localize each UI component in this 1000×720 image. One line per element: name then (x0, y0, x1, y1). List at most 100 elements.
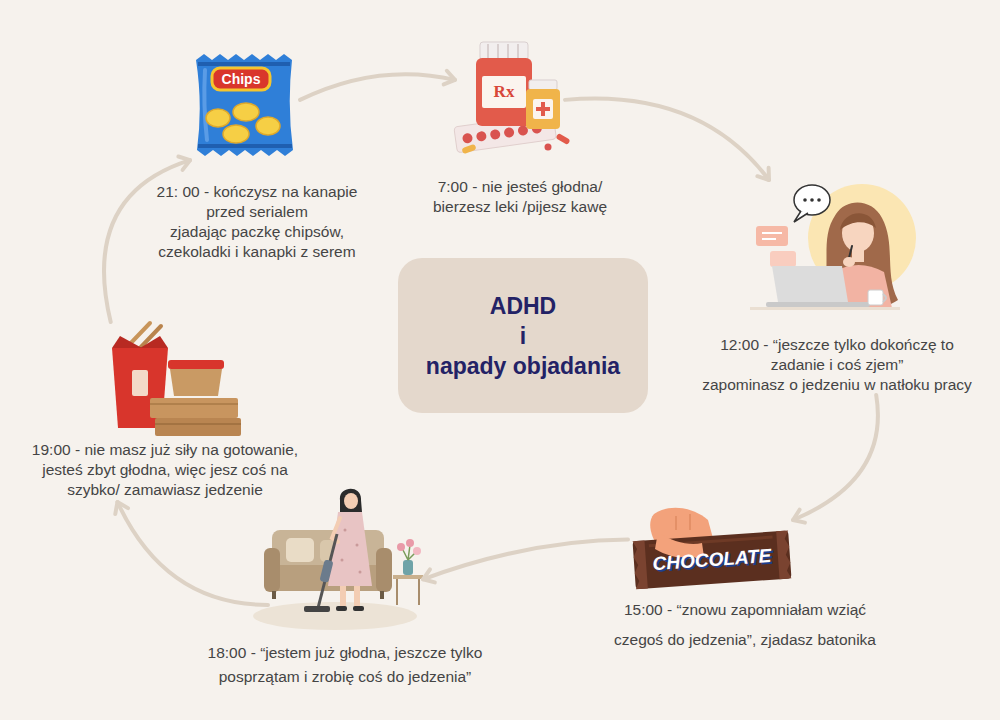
work-illustration-part (762, 238, 776, 240)
chips-illustration-part (198, 144, 292, 148)
title-text: ADHD i napady objadania (426, 291, 620, 381)
work-illustration-part (750, 307, 900, 310)
cleaning-illustration-part (318, 534, 337, 608)
work-illustration-part (766, 302, 870, 307)
step-text: 19:00 - nie masz już siły na gotowanie, … (32, 440, 298, 500)
pills-illustration-part (487, 44, 489, 58)
pills-illustration-part (482, 76, 526, 108)
chips-illustration (196, 54, 293, 156)
takeout-illustration-part (155, 418, 241, 436)
takeout-illustration-part (140, 336, 168, 348)
prescription-label: Rx (494, 82, 515, 102)
step-node: 18:00 - “jestem już głodna, jeszcze tylk… (268, 485, 423, 690)
title-box: ADHD i napady objadania (398, 258, 648, 413)
chips-illustration-part (256, 117, 280, 135)
work-illustration-part (883, 294, 886, 302)
cleaning-illustration-part (341, 559, 344, 562)
step-text: 15:00 - “znowu zapomniałam wziąć czegoś … (614, 595, 876, 655)
cleaning-illustration-part (344, 529, 347, 532)
chips-illustration-part (233, 103, 259, 121)
takeout-illustration-part (155, 423, 241, 425)
work-illustration-part (803, 198, 807, 202)
step-text: 18:00 - “jestem już głodna, jeszcze tylk… (208, 641, 483, 689)
chocolate-illustration (633, 508, 792, 589)
cleaning-illustration-part (359, 571, 362, 574)
cleaning-illustration-part (354, 586, 360, 608)
chips-illustration-part (212, 68, 270, 90)
chips-illustration-part (196, 54, 293, 156)
cleaning-illustration-part (340, 586, 346, 608)
cycle-arrow (423, 540, 628, 580)
cycle-arrow (117, 502, 268, 605)
cleaning-illustration-part (413, 547, 421, 555)
pills-illustration (454, 42, 571, 154)
takeout-illustration-part (132, 370, 148, 396)
cleaning-illustration-part (253, 602, 417, 630)
cycle-arrow (793, 395, 878, 520)
cleaning-illustration-part (344, 493, 358, 509)
cycle-arrow (565, 99, 769, 180)
chips-illustration-part (223, 125, 249, 143)
cleaning-illustration-part (264, 548, 280, 592)
takeout-illustration-part (170, 369, 222, 396)
work-illustration-part (794, 185, 830, 215)
step-node: 7:00 - nie jesteś głodna/ bierzesz leki … (455, 38, 565, 220)
pills-illustration-part (533, 99, 553, 119)
takeout-illustration-part (150, 398, 238, 418)
chips-illustration-part (204, 70, 207, 140)
cleaning-illustration-part (353, 606, 364, 611)
pills-illustration-part (480, 42, 528, 60)
pills-illustration-part (555, 133, 570, 145)
pills-illustration-part-part (503, 127, 514, 138)
work-illustration-part (810, 198, 814, 202)
chocolate-illustration-part-part (633, 541, 648, 590)
step-text: 21: 00 - kończysz na kanapie przed seria… (157, 182, 358, 262)
chocolate-illustration-part (676, 514, 690, 530)
step-text: 12:00 - “jeszcze tylko dokończę to zadan… (702, 335, 972, 395)
work-illustration-part (770, 251, 796, 267)
work-illustration (750, 184, 916, 310)
cleaning-illustration-part (356, 544, 359, 547)
cleaning-illustration-part (380, 591, 384, 599)
step-text: 7:00 - nie jesteś głodna/ bierzesz leki … (433, 177, 607, 217)
cleaning-illustration-part (272, 591, 276, 599)
pills-illustration-part (545, 144, 552, 151)
chips-illustration-part (206, 109, 230, 127)
pills-illustration-part (529, 80, 557, 90)
work-illustration-part (756, 226, 788, 246)
takeout-illustration (112, 323, 241, 436)
cleaning-illustration-part (397, 543, 405, 551)
cleaning-illustration-part (376, 548, 392, 592)
pills-illustration-part (507, 44, 509, 58)
cleaning-illustration-part (418, 579, 420, 605)
chocolate-illustration-part-part (776, 530, 791, 579)
cycle-arrow (300, 74, 455, 100)
cleaning-illustration-part (393, 575, 423, 579)
pills-illustration-part (536, 107, 550, 111)
cleaning-illustration-part (286, 538, 314, 562)
work-illustration-part (817, 198, 821, 202)
pills-illustration-part (476, 58, 532, 126)
step-node: 15:00 - “znowu zapomniałam wziąć czegoś … (628, 505, 793, 655)
cleaning-illustration-part (403, 560, 413, 575)
work-illustration-part (794, 211, 808, 222)
pills-illustration-part-part (490, 129, 501, 140)
work-illustration-part (762, 232, 782, 234)
pills-illustration-part-part (462, 133, 473, 144)
takeout-illustration-part (168, 360, 224, 369)
chips-illustration-part (198, 62, 290, 66)
package-label: Chips (222, 71, 261, 87)
chocolate-illustration-part-part (633, 530, 792, 589)
work-illustration-part (772, 266, 848, 302)
cleaning-illustration (253, 489, 423, 630)
cleaning-illustration-part (336, 606, 347, 611)
pills-illustration-part (461, 144, 476, 154)
cleaning-illustration-part (319, 559, 333, 583)
cleaning-illustration-part (340, 489, 362, 512)
work-illustration-part (868, 290, 883, 305)
cleaning-illustration-part (304, 606, 330, 612)
step-node: 12:00 - “jeszcze tylko dokończę to zadan… (745, 180, 905, 395)
step-node: 19:00 - nie masz już siły na gotowanie, … (108, 322, 243, 502)
work-illustration-part (843, 257, 855, 267)
